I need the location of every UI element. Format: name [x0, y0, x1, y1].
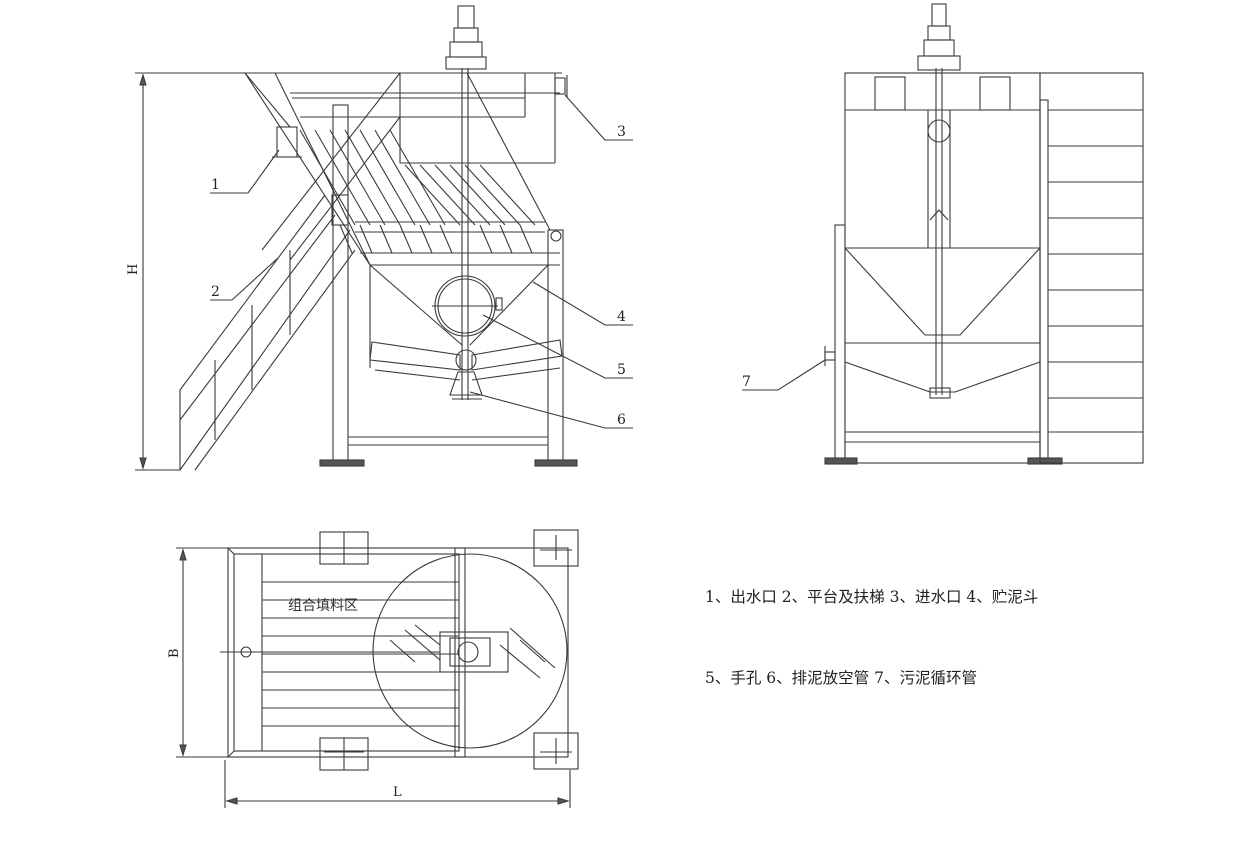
packing-hatch: [299, 129, 536, 254]
callout-leader-2: [210, 257, 279, 301]
distributor-sweep-circle: [372, 553, 568, 749]
side-view: 7: [742, 3, 1144, 465]
callout-4: 4: [617, 309, 626, 325]
front-view: H: [126, 5, 633, 471]
legend-line-1: 1、出水口 2、平台及扶梯 3、进水口 4、贮泥斗: [705, 588, 1039, 606]
callout-7: 7: [742, 374, 751, 390]
legend-line-2: 5、手孔 6、排泥放空管 7、污泥循环管: [705, 669, 977, 687]
callout-6: 6: [617, 412, 626, 428]
length-dimension-label: L: [393, 785, 402, 800]
callout-3: 3: [617, 124, 626, 140]
callout-5: 5: [617, 362, 626, 378]
callout-1: 1: [211, 177, 220, 193]
plan-view: 组合填料区 B L: [167, 529, 579, 808]
callout-2: 2: [211, 284, 220, 300]
callout-leader-1: [210, 149, 280, 194]
parts-legend: 1、出水口 2、平台及扶梯 3、进水口 4、贮泥斗 5、手孔 6、排泥放空管 7…: [705, 530, 1038, 719]
packing-zone-label: 组合填料区: [288, 598, 358, 614]
width-dimension-label: B: [167, 648, 182, 658]
height-dimension-label: H: [126, 264, 141, 275]
